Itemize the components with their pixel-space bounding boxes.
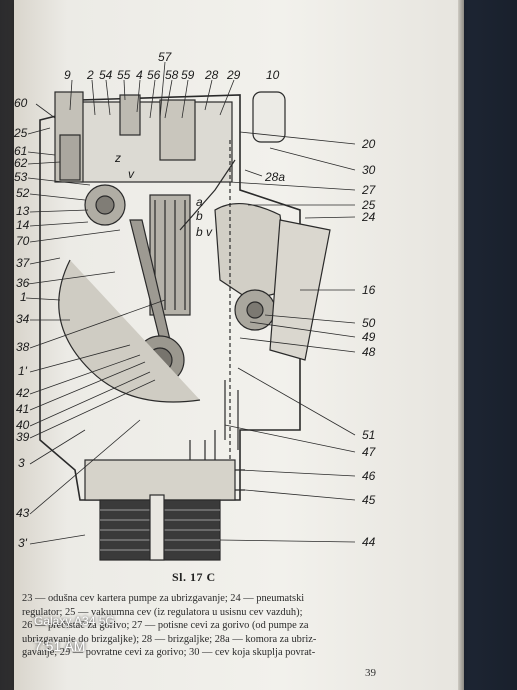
callout-38: 38 — [16, 340, 30, 354]
callout-34: 34 — [16, 312, 30, 326]
callout-b-1: b — [196, 209, 203, 223]
callout-1: 1 — [20, 290, 27, 304]
callout-39: 39 — [16, 430, 30, 444]
callout-20: 20 — [361, 137, 376, 151]
callout-56: 56 — [147, 68, 161, 82]
callout-25-right: 25 — [361, 198, 376, 212]
callout-58: 58 — [165, 68, 179, 82]
callout-46: 46 — [362, 469, 376, 483]
callout-59: 59 — [181, 68, 195, 82]
callout-41: 41 — [16, 402, 29, 416]
callout-55: 55 — [117, 68, 131, 82]
legend-line: 26 — prečistač za gorivo; 27 — potisne c… — [22, 620, 309, 632]
callout-24: 24 — [361, 210, 376, 224]
callout-4: 4 — [136, 68, 143, 82]
callout-70: 70 — [16, 234, 30, 248]
callout-b-2: b — [196, 225, 203, 239]
legend-line: gavanje; 29 — povratne cevi za gorivo; 3… — [22, 647, 316, 659]
callout-61: 61 — [14, 144, 27, 158]
legend-line: regulator; 25 — vakuumna cev (iz regulat… — [22, 606, 303, 618]
device-name: Galaxy A34 5G — [34, 614, 115, 628]
callout-47: 47 — [362, 445, 377, 459]
clock-time: 7:51 AM — [34, 638, 86, 654]
figure-caption: Sl. 17 C — [172, 570, 216, 584]
callout-13: 13 — [16, 204, 30, 218]
callout-30: 30 — [362, 163, 376, 177]
callout-50: 50 — [362, 316, 376, 330]
callout-14: 14 — [16, 218, 30, 232]
callout-2: 2 — [86, 68, 94, 82]
callout-a: a — [196, 195, 203, 209]
callout-9: 9 — [64, 68, 71, 82]
callout-45: 45 — [362, 493, 376, 507]
callout-62: 62 — [14, 156, 28, 170]
callout-40: 40 — [16, 418, 30, 432]
callout-54: 54 — [99, 68, 113, 82]
callout-48: 48 — [362, 345, 376, 359]
callout-43: 43 — [16, 506, 30, 520]
callout-27: 27 — [361, 183, 377, 197]
callout-53: 53 — [14, 170, 28, 184]
phone-camera-watermark: Galaxy A34 5G 7:51 AM — [34, 614, 115, 654]
callout-44: 44 — [362, 535, 376, 549]
callout-42: 42 — [16, 386, 30, 400]
callout-1-prime: 1' — [18, 364, 28, 378]
callout-v-2: v — [206, 225, 213, 239]
page-edge — [458, 0, 464, 690]
callout-37: 37 — [16, 256, 31, 270]
figure-legend: 23 — odušna cev kartera pumpe za ubrizga… — [22, 592, 384, 660]
callout-36: 36 — [16, 276, 30, 290]
callout-16: 16 — [362, 283, 376, 297]
callout-28a: 28a — [264, 170, 285, 184]
callout-v-1: v — [128, 167, 135, 181]
page-number: 39 — [365, 667, 376, 679]
callout-57: 57 — [158, 50, 173, 64]
callout-3-prime: 3' — [18, 536, 28, 550]
callout-60: 60 — [14, 96, 28, 110]
legend-line: 23 — odušna cev kartera pumpe za ubrizga… — [22, 593, 305, 604]
callout-28: 28 — [204, 68, 219, 82]
callout-z: z — [114, 151, 121, 165]
callout-52: 52 — [16, 186, 30, 200]
callout-49: 49 — [362, 330, 376, 344]
callout-10: 10 — [266, 68, 280, 82]
legend-line: ubrizgavanje do brizgaljke); 28 — brizga… — [22, 633, 317, 645]
callout-51: 51 — [362, 428, 375, 442]
callout-25: 25 — [13, 126, 28, 140]
callout-3: 3 — [18, 456, 25, 470]
callout-29: 29 — [226, 68, 241, 82]
